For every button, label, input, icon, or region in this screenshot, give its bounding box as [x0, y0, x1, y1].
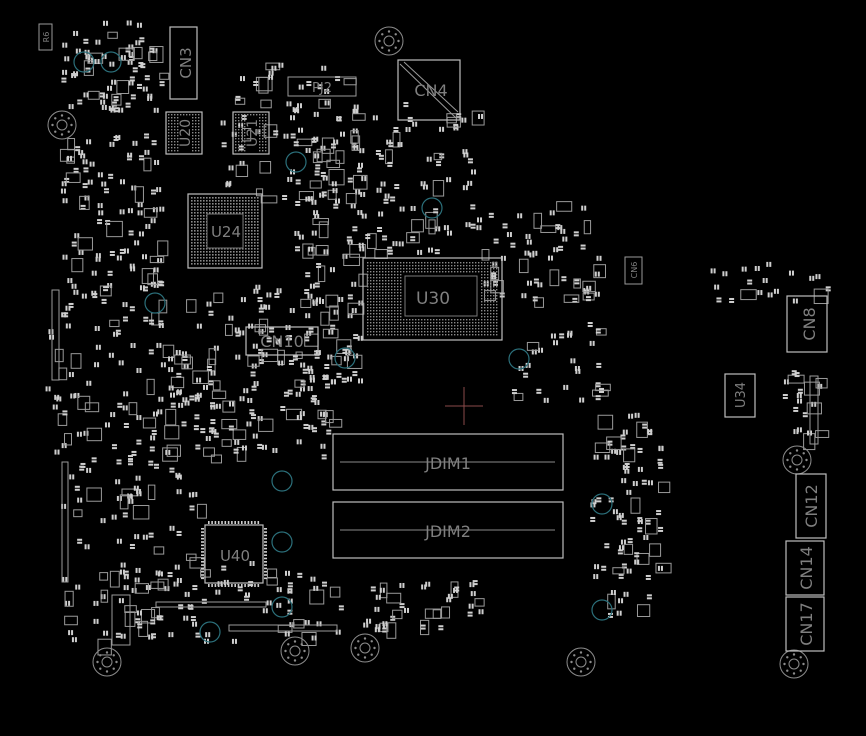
u30-cpu-socket[interactable]: U30	[362, 257, 503, 341]
cn17-connector[interactable]: CN17	[785, 596, 825, 652]
u30-label: U30	[416, 289, 450, 309]
cn6-label: CN6	[630, 262, 639, 279]
jdim2-memory-slot[interactable]: JDIM2	[332, 501, 564, 559]
cn8-connector[interactable]: CN8	[786, 295, 828, 353]
u21-chip[interactable]: U21	[232, 111, 270, 155]
cn6-connector[interactable]: CN6	[624, 256, 643, 285]
cn4-connector[interactable]: CN4	[397, 59, 461, 121]
cn10-connector[interactable]: CN10	[245, 326, 319, 356]
jdim1-label: JDIM1	[424, 454, 471, 473]
u40-chip[interactable]: U40	[201, 521, 267, 587]
component-decor	[45, 20, 831, 656]
cn10-label: CN10	[260, 332, 304, 351]
cn4-label: CN4	[414, 81, 447, 100]
u34-chip[interactable]: U34	[724, 373, 756, 418]
cn14-connector[interactable]: CN14	[785, 540, 825, 596]
cn14-label: CN14	[797, 546, 816, 590]
u21-label: U21	[245, 119, 261, 147]
cn3-label: CN3	[177, 47, 195, 78]
u40-label: U40	[220, 547, 250, 565]
pj2-connector[interactable]: PJ2	[287, 76, 357, 97]
u20-label: U20	[178, 119, 194, 147]
u20-chip[interactable]: U20	[165, 111, 203, 155]
jdim2-label: JDIM2	[424, 522, 471, 541]
cn8-label: CN8	[800, 307, 819, 340]
u24-bga-chip[interactable]: U24	[187, 193, 263, 269]
cn3-connector[interactable]: CN3	[169, 26, 198, 100]
u24-label: U24	[211, 223, 241, 241]
pj2-label: PJ2	[312, 81, 332, 96]
cn17-label: CN17	[797, 602, 816, 646]
u34-label: U34	[734, 382, 749, 408]
r6-component[interactable]: R6	[38, 23, 53, 51]
mounting-holes	[47, 26, 812, 679]
cn12-connector[interactable]: CN12	[795, 473, 827, 539]
origin-crosshair	[445, 387, 483, 425]
r6-label: R6	[42, 32, 51, 43]
cn12-label: CN12	[802, 484, 821, 528]
jdim1-memory-slot[interactable]: JDIM1	[332, 433, 564, 491]
